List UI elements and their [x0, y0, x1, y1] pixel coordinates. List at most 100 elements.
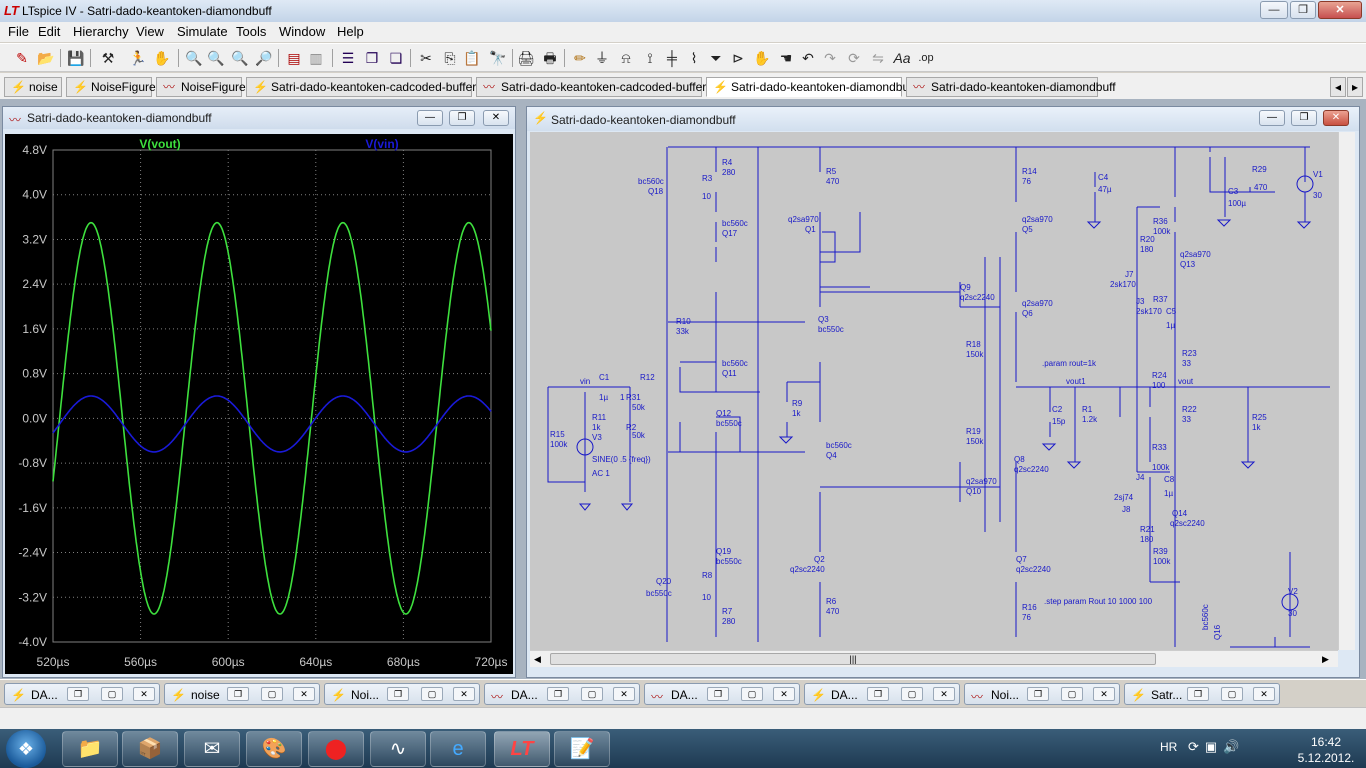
text-icon[interactable]: Aa: [893, 50, 911, 66]
waveform-window-titlebar[interactable]: 〰 Satri-dado-keantoken-diamondbuff — ❐ ✕: [3, 107, 515, 129]
tab-diamondbuff-waveform[interactable]: 〰Satri-dado-keantoken-diamondbuff: [906, 77, 1116, 97]
maximize-button[interactable]: ❐: [1290, 1, 1316, 19]
undo-icon[interactable]: ↶: [802, 50, 814, 66]
ltspice-app-icon[interactable]: LT: [4, 3, 19, 18]
ground-icon[interactable]: ⏚: [595, 50, 609, 66]
schematic-canvas[interactable]: bc560c Q18 R4 280 R3 10 bc560c Q17 R5 47…: [530, 132, 1338, 650]
mdi-task-5[interactable]: ⚡DA...❐▢✕: [804, 683, 960, 705]
mdi-task-1[interactable]: ⚡noise❐▢✕: [164, 683, 320, 705]
menu-edit[interactable]: Edit: [38, 24, 61, 39]
oscilloscope-icon[interactable]: ∿: [370, 731, 426, 767]
drag-hand-icon[interactable]: ☚: [779, 50, 793, 66]
paint-icon[interactable]: 🎨: [246, 731, 302, 767]
capacitor-icon[interactable]: ╪: [667, 50, 677, 66]
schematic-close-button[interactable]: ✕: [1323, 110, 1349, 126]
mdi-task-0[interactable]: ⚡DA...❐▢✕: [4, 683, 160, 705]
menu-hierarchy[interactable]: Hierarchy: [73, 24, 129, 39]
waveform-chart[interactable]: 4.8V4.0V3.2V2.4V1.6V0.8V0.0V-0.8V-1.6V-2…: [5, 134, 513, 674]
maximize-button[interactable]: ▢: [101, 687, 123, 701]
tab-noise[interactable]: ⚡noise: [4, 77, 62, 97]
tab-scroll-right-button[interactable]: ▸: [1347, 77, 1363, 97]
resistor-icon[interactable]: ⟟: [647, 50, 653, 66]
zoom-out-icon[interactable]: 🔍: [231, 50, 249, 66]
close-button[interactable]: ✕: [1318, 1, 1362, 19]
tab-noisefigure-schematic[interactable]: ⚡NoiseFigure: [66, 77, 156, 97]
mirror-icon[interactable]: ⇋: [872, 50, 884, 66]
maximize-button[interactable]: ▢: [1221, 687, 1243, 701]
mail-icon[interactable]: ✉: [184, 731, 240, 767]
rotate-icon[interactable]: ⟳: [848, 50, 860, 66]
folder-icon[interactable]: 📁: [62, 731, 118, 767]
schematic-restore-button[interactable]: ❐: [1291, 110, 1317, 126]
maximize-button[interactable]: ▢: [261, 687, 283, 701]
save-icon[interactable]: 💾: [67, 50, 85, 66]
schematic-minimize-button[interactable]: —: [1259, 110, 1285, 126]
component-icon[interactable]: ⊳: [732, 50, 744, 66]
paste-icon[interactable]: 📋: [463, 50, 481, 66]
close-button[interactable]: ✕: [453, 687, 475, 701]
tray-icons[interactable]: ⟳▣🔊: [1188, 739, 1246, 754]
mdi-task-7[interactable]: ⚡Satr...❐▢✕: [1124, 683, 1280, 705]
tab-scroll-left-button[interactable]: ◂: [1330, 77, 1346, 97]
mdi-task-2[interactable]: ⚡Noi...❐▢✕: [324, 683, 480, 705]
tab-diamondbuff-schematic[interactable]: ⚡Satri-dado-keantoken-diamondbuff: [706, 77, 916, 97]
new-schematic-icon[interactable]: ✎: [16, 50, 28, 66]
restore-button[interactable]: ❐: [67, 687, 89, 701]
close-button[interactable]: ✕: [613, 687, 635, 701]
tab-cadcoded-schematic[interactable]: ⚡Satri-dado-keantoken-cadcoded-buffers-2: [246, 77, 493, 97]
restore-button[interactable]: ❐: [707, 687, 729, 701]
close-button[interactable]: ✕: [1093, 687, 1115, 701]
schematic-horizontal-scrollbar[interactable]: ◀ ||| ▶: [530, 650, 1338, 667]
restore-button[interactable]: ❐: [1187, 687, 1209, 701]
restore-button[interactable]: ❐: [547, 687, 569, 701]
close-button[interactable]: ✕: [1253, 687, 1275, 701]
find-icon[interactable]: 🔭: [489, 50, 507, 66]
close-button[interactable]: ✕: [773, 687, 795, 701]
notepad-icon[interactable]: 📝: [554, 731, 610, 767]
halt-icon[interactable]: ✋: [153, 50, 171, 66]
maximize-button[interactable]: ▢: [1061, 687, 1083, 701]
label-net-icon[interactable]: ⍾: [621, 50, 631, 66]
cut-icon[interactable]: ✂: [420, 50, 432, 66]
maximize-button[interactable]: ▢: [901, 687, 923, 701]
scroll-left-arrow[interactable]: ◀: [534, 654, 541, 664]
copy-icon[interactable]: ⎘: [444, 50, 456, 66]
schematic-drawing[interactable]: bc560c Q18 R4 280 R3 10 bc560c Q17 R5 47…: [530, 132, 1338, 650]
schematic-vertical-scrollbar[interactable]: [1338, 132, 1355, 650]
clock-time[interactable]: 16:42: [1310, 735, 1342, 749]
zoom-in-icon[interactable]: 🔍: [185, 50, 203, 66]
tile-horizontal-icon[interactable]: ☰: [341, 50, 355, 66]
minimize-button[interactable]: —: [1260, 1, 1288, 19]
antivirus-icon[interactable]: ⬤: [308, 731, 364, 767]
autorange-icon[interactable]: ▤: [287, 50, 301, 66]
open-folder-icon[interactable]: 📂: [37, 50, 55, 66]
restore-button[interactable]: ❐: [867, 687, 889, 701]
installer-icon[interactable]: 📦: [122, 731, 178, 767]
tab-cadcoded-waveform[interactable]: 〰Satri-dado-keantoken-cadcoded-buffers-2: [476, 77, 723, 97]
mdi-task-6[interactable]: 〰Noi...❐▢✕: [964, 683, 1120, 705]
print-preview-icon[interactable]: 🖨: [517, 50, 535, 66]
redo-icon[interactable]: ↷: [824, 50, 836, 66]
menu-tools[interactable]: Tools: [236, 24, 267, 39]
language-indicator[interactable]: HR: [1160, 740, 1178, 754]
diode-icon[interactable]: ⏷: [710, 50, 722, 66]
schematic-window-titlebar[interactable]: ⚡ Satri-dado-keantoken-diamondbuff — ❐ ✕: [527, 107, 1359, 131]
restore-button[interactable]: ❐: [1027, 687, 1049, 701]
restore-button[interactable]: ❐: [227, 687, 249, 701]
close-button[interactable]: ✕: [293, 687, 315, 701]
fft-icon[interactable]: ▥: [309, 50, 323, 66]
waveform-restore-button[interactable]: ❐: [449, 110, 475, 126]
close-button[interactable]: ✕: [133, 687, 155, 701]
clock-date[interactable]: 5.12.2012.: [1297, 751, 1355, 765]
move-hand-icon[interactable]: ✋: [753, 50, 771, 66]
mdi-task-4[interactable]: 〰DA...❐▢✕: [644, 683, 800, 705]
scroll-thumb[interactable]: |||: [550, 653, 1156, 665]
scroll-right-arrow[interactable]: ▶: [1322, 654, 1329, 664]
maximize-button[interactable]: ▢: [581, 687, 603, 701]
maximize-button[interactable]: ▢: [741, 687, 763, 701]
print-icon[interactable]: 🖶: [543, 50, 557, 66]
spice-directive-icon[interactable]: .op: [918, 52, 934, 64]
menu-view[interactable]: View: [136, 24, 164, 39]
run-icon[interactable]: 🏃: [129, 50, 147, 66]
